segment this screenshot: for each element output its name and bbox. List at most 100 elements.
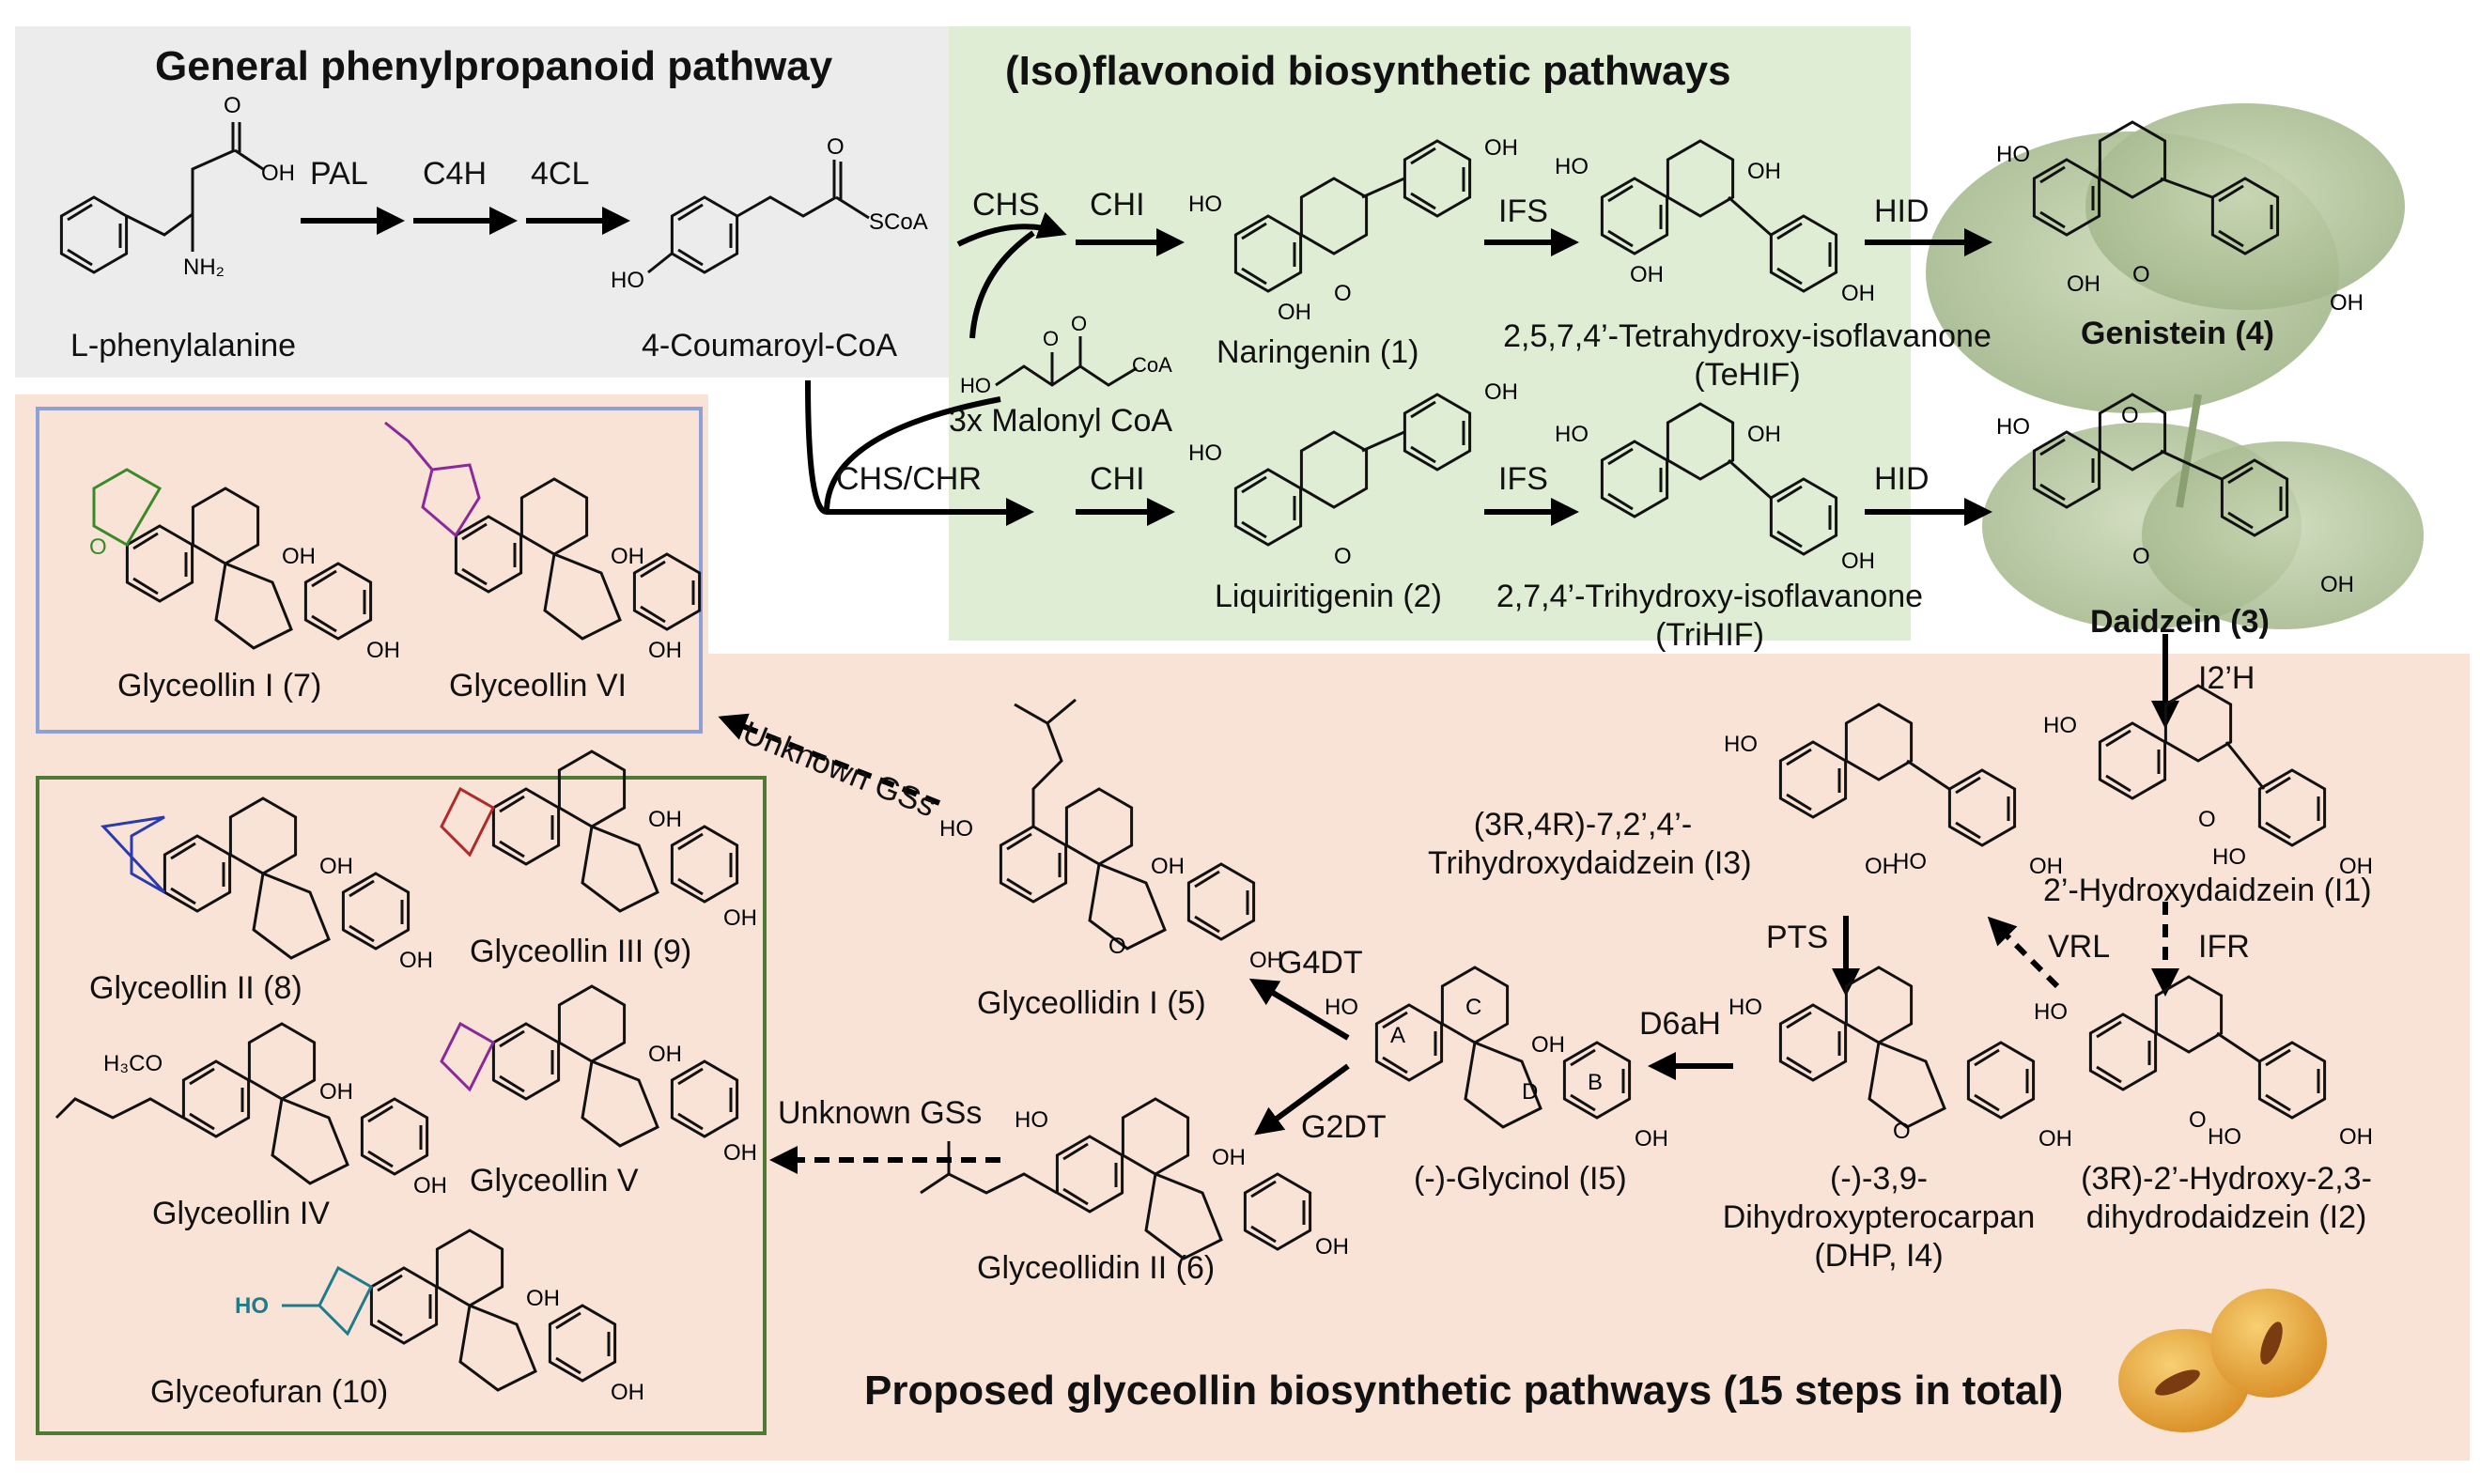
svg-text:OH: OH (2067, 271, 2100, 297)
naringenin-structure (1233, 139, 1472, 293)
svg-text:HO: HO (235, 1293, 269, 1319)
compound-trihydroxydaidzein: (3R,4R)-7,2’,4’- Trihydroxydaidzein (I3) (1428, 806, 1752, 883)
enzyme-chs: CHS (972, 187, 1040, 223)
svg-text:OH: OH (1841, 281, 1875, 306)
svg-text:OH: OH (648, 638, 682, 663)
svg-text:O: O (224, 93, 241, 118)
g4dt-arrow (1248, 978, 1350, 1041)
coumaroyl-coa-structure (647, 160, 870, 274)
compound-tehif: 2,5,7,4’-Tetrahydroxy-isoflavanone (TeHI… (1475, 317, 2020, 394)
enzyme-hid-bottom: HID (1874, 461, 1930, 497)
trihif-name-line-1: 2,7,4’-Trihydroxy-isoflavanone (1496, 579, 1924, 614)
soybean-icon (2118, 1289, 2327, 1432)
enzyme-ifs-top: IFS (1498, 193, 1548, 229)
svg-text:OH: OH (282, 544, 316, 569)
svg-text:OH: OH (2330, 290, 2364, 316)
tehif-name-line-2: (TeHIF) (1694, 356, 1801, 393)
glyceollin-ii-box (36, 776, 767, 1435)
daidzein-structure (2032, 393, 2289, 537)
compound-malonyl-coa: 3x Malonyl CoA (949, 403, 1173, 439)
svg-text:OH: OH (1484, 135, 1518, 161)
compound-glyceollidin-i: Glyceollidin I (5) (977, 985, 1206, 1021)
svg-text:HO: HO (2043, 713, 2077, 738)
enzyme-chi-top: CHI (1090, 187, 1145, 223)
compound-glyceollin-ii: Glyceollin II (8) (89, 970, 302, 1006)
compound-glycinol: (-)-Glycinol (I5) (1414, 1161, 1627, 1197)
enzyme-g2dt: G2DT (1301, 1109, 1387, 1145)
svg-text:OH: OH (648, 1042, 682, 1067)
svg-text:O: O (2189, 1107, 2207, 1133)
enzyme-ifr: IFR (2198, 929, 2250, 965)
svg-text:OH: OH (366, 638, 400, 663)
enzyme-g4dt: G4DT (1278, 945, 1363, 981)
svg-text:O: O (2132, 544, 2150, 569)
svg-text:OH: OH (1865, 854, 1899, 879)
isoflavonoid-panel-title: (Iso)flavonoid biosynthetic pathways (1005, 48, 1731, 94)
svg-text:SCoA: SCoA (869, 209, 928, 235)
svg-text:OH: OH (2339, 1124, 2373, 1150)
phenylalanine-structure (59, 122, 264, 274)
svg-text:HO: HO (1728, 995, 1762, 1020)
svg-text:HO: HO (1325, 995, 1358, 1020)
compound-glyceollin-iii: Glyceollin III (9) (470, 934, 692, 969)
svg-text:HO: HO (1996, 414, 2030, 440)
dhp-name-line-1: (-)-3,9- (1830, 1161, 1928, 1197)
svg-text:OH: OH (413, 1173, 447, 1198)
svg-text:HO: HO (1893, 849, 1927, 874)
svg-text:OH: OH (1635, 1126, 1668, 1152)
svg-text:OH: OH (2339, 854, 2373, 879)
svg-text:O: O (1108, 934, 1126, 959)
svg-text:OH: OH (1484, 379, 1518, 405)
svg-text:HO: HO (1015, 1107, 1048, 1133)
svg-text:D: D (1522, 1079, 1538, 1105)
enzyme-d6ah: D6aH (1639, 1006, 1721, 1042)
g2dt-arrow (1254, 1063, 1350, 1136)
enzyme-chs-chr: CHS/CHR (836, 461, 982, 497)
glyceollin-iv-structure (54, 1022, 429, 1185)
svg-text:HO: HO (1555, 154, 1589, 179)
general-panel-title: General phenylpropanoid pathway (155, 43, 833, 89)
svg-text:OH: OH (319, 1079, 353, 1105)
genistein-structure (2032, 120, 2280, 255)
dhp-structure (1778, 966, 2036, 1129)
dihydrodaidzein-name-line-1: (3R)-2’-Hydroxy-2,3- (2081, 1161, 2372, 1197)
svg-text:HO: HO (960, 374, 991, 397)
compound-daidzein: Daidzein (3) (2090, 604, 2270, 640)
enzyme-unknown-gss-bottom: Unknown GSs (778, 1095, 983, 1131)
svg-text:HO: HO (1188, 192, 1222, 217)
svg-text:H₃CO: H₃CO (103, 1051, 163, 1076)
svg-text:HO: HO (611, 268, 644, 293)
svg-text:HO: HO (1188, 441, 1222, 466)
glyceollin-ii-structure (100, 796, 411, 960)
compound-dihydrodaidzein: (3R)-2’-Hydroxy-2,3- dihydrodaidzein (I2… (2038, 1160, 2414, 1237)
liquiritigenin-structure (1233, 393, 1472, 547)
svg-text:OH: OH (1249, 948, 1283, 973)
enzyme-chi-bottom: CHI (1090, 461, 1145, 497)
svg-text:O: O (2121, 403, 2139, 428)
svg-text:O: O (827, 134, 845, 160)
svg-text:O: O (1334, 544, 1352, 569)
compound-glyceollin-vi: Glyceollin VI (449, 668, 627, 703)
glyceollin-vi-structure (384, 421, 702, 641)
compound-genistein: Genistein (4) (2081, 316, 2274, 351)
svg-text:OH: OH (723, 905, 757, 931)
glyceollin-iii-structure (440, 750, 739, 913)
glyceollidin-i-structure (999, 698, 1256, 951)
malonyl-coa-structure (995, 336, 1138, 387)
svg-text:OH: OH (1630, 262, 1664, 287)
proposed-panel-title: Proposed glyceollin biosynthetic pathway… (864, 1368, 2064, 1414)
svg-text:OH: OH (1315, 1234, 1349, 1260)
svg-text:O: O (89, 534, 107, 560)
svg-text:O: O (1893, 1119, 1911, 1144)
svg-text:O: O (2198, 807, 2216, 832)
svg-text:OH: OH (319, 854, 353, 879)
svg-text:OH: OH (723, 1140, 757, 1166)
svg-text:HO: HO (1555, 422, 1589, 447)
trihydroxydaidzein-name-line-1: (3R,4R)-7,2’,4’- (1473, 807, 1693, 842)
glyceollin-i-box (36, 407, 703, 734)
glyceollin-v-structure (440, 984, 739, 1148)
svg-text:OH: OH (648, 807, 682, 832)
compound-liquiritigenin: Liquiritigenin (2) (1215, 579, 1442, 614)
compound-glyceollin-i: Glyceollin I (7) (117, 668, 322, 703)
